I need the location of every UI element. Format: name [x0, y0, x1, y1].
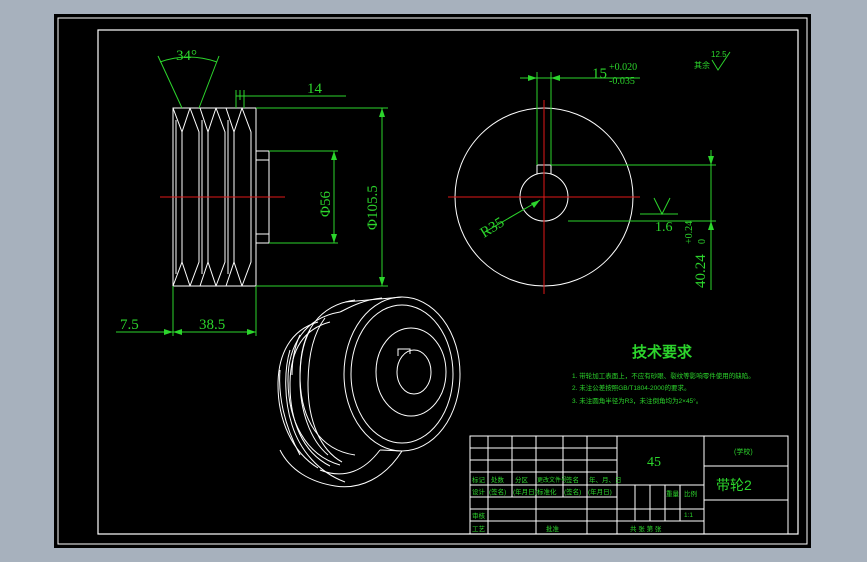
dimension-arrows [164, 108, 385, 335]
dim-hub-length: 7.5 [120, 317, 139, 333]
header-date: 年、月、日 [589, 475, 622, 484]
header-count: 处数 [491, 475, 505, 484]
isometric-view [277, 296, 461, 488]
dim-keyway-tol-lower: -0.035 [609, 76, 635, 87]
tech-requirement-3: 3. 未注圆角半径为R3，未注倒角均为2×45°。 [572, 396, 702, 405]
tech-requirement-1: 1. 带轮加工表面上，不应有砂眼、裂纹等影响零件使用的缺陷。 [572, 371, 755, 380]
side-arrows [528, 75, 714, 230]
dim-outer-diameter: Φ105.5 [365, 185, 381, 230]
header-change-doc: 更改文件号 [537, 476, 567, 484]
title-block-school: (学校) [734, 447, 753, 456]
title-block-part-name: 带轮2 [716, 477, 752, 493]
approve-label: 批准 [546, 524, 560, 533]
header-zone: 分区 [515, 475, 529, 484]
header-signature: 签名 [566, 475, 579, 484]
title-block [469, 435, 789, 535]
rest-roughness-value: 12.5 [711, 50, 727, 59]
dim-keyway-depth: 40.24 [693, 254, 709, 288]
side-view-centerlines [448, 100, 640, 294]
design-date: (年月日) [513, 487, 537, 496]
dim-keyway-tol-upper: +0.020 [609, 62, 637, 73]
dim-keyway-depth-tol-lower: 0 [697, 239, 708, 244]
section-dimension-lines [116, 55, 388, 336]
dim-keyway-width: 15 [592, 66, 607, 82]
tech-requirements-title: 技术要求 [632, 343, 693, 361]
scale-value: 1:1 [684, 512, 693, 519]
design-label: 设计 [472, 487, 486, 496]
outer-border [57, 17, 808, 545]
dim-roughness: 1.6 [655, 220, 673, 235]
process-label: 工艺 [472, 525, 486, 533]
scale-label: 比例 [684, 489, 697, 498]
dim-groove-angle: 34° [176, 48, 197, 64]
title-block-material: 45 [647, 455, 661, 470]
standardize-label: 标准化 [537, 487, 557, 496]
standardize-date: (年月日) [588, 487, 612, 496]
side-dimension-lines [484, 51, 731, 290]
inner-border [97, 29, 799, 535]
tech-requirement-2: 2. 未注公差按照GB/T1804-2000的要求。 [572, 383, 690, 392]
header-mark: 标记 [472, 475, 486, 484]
sheets-label: 共 张 第 张 [630, 524, 662, 533]
weight-label: 重量 [666, 490, 680, 498]
dim-keyway-depth-tol-upper: +0.24 [684, 221, 695, 244]
design-signature: (签名) [489, 487, 506, 496]
standardize-signature: (签名) [564, 487, 581, 496]
dim-groove-pitch: 14 [307, 81, 323, 97]
rest-roughness-label: 其余 [694, 60, 710, 70]
review-label: 审核 [472, 511, 486, 520]
dim-hub-diameter: Φ56 [318, 191, 334, 217]
dim-width: 38.5 [199, 317, 225, 333]
